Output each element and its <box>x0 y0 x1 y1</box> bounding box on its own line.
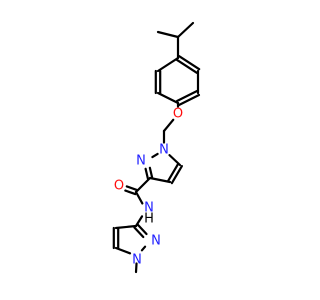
bond-phenyl-c3-to-phenyl-c4-b <box>177 93 201 107</box>
bond-pyrazole-a-c3-to-pyrazole-a-c4 <box>148 176 172 184</box>
canvas-background <box>0 0 300 300</box>
atom-label-pyrazole-b-n1: N <box>132 253 142 268</box>
bond-pyrazole-b-c3-to-pyrazole-b-n2-a <box>133 226 145 239</box>
bond-isopropyl-left-methyl-to-isopropyl-ch <box>156 30 180 39</box>
bond-isopropyl-ch-to-isopropyl-right-methyl <box>176 21 195 39</box>
bond-phenyl-c6-to-phenyl-c1 <box>156 56 180 73</box>
bond-carbonyl-carbon-to-carbonyl-oxygen-b <box>124 189 137 196</box>
bond-pyrazole-a-n2-to-pyrazole-a-c3-a <box>144 167 149 180</box>
atom-label-carbonyl-oxygen: O <box>114 179 124 194</box>
bond-phenyl-c4-to-phenyl-c5 <box>156 91 180 105</box>
atom-label-pyrazole-b-n2: N <box>151 234 161 249</box>
bond-pyrazole-a-n2-to-pyrazole-a-c3-b <box>148 166 154 179</box>
atom-label-ether-oxygen: O <box>173 107 183 122</box>
bond-phenyl-c1-to-phenyl-c2-b <box>178 55 201 71</box>
bond-ether-oxygen-to-methylene-carbon <box>162 118 175 133</box>
atom-label-amide-hydrogen: H <box>144 212 154 227</box>
bond-pyrazole-a-c4-to-pyrazole-a-c5-a <box>170 165 183 185</box>
bond-layer <box>112 21 201 274</box>
bond-pyrazole-a-n1-to-pyrazole-a-n2 <box>151 152 159 159</box>
bond-phenyl-c3-to-phenyl-c4-a <box>175 89 199 103</box>
bond-pyrazole-a-c4-to-pyrazole-a-c5-b <box>167 162 180 182</box>
bond-pyrazole-b-c4-to-pyrazole-b-c3 <box>114 224 138 230</box>
bond-carbonyl-carbon-to-amide-nitrogen <box>134 190 144 205</box>
bond-pyrazole-b-c3-to-pyrazole-b-n2-b <box>136 223 148 236</box>
bond-pyrazole-b-n1-to-n-methyl-carbon <box>134 262 138 274</box>
atom-label-pyrazole-a-n1: N <box>159 143 169 158</box>
bond-phenyl-c1-to-phenyl-c2-a <box>175 58 198 74</box>
atom-label-pyrazole-a-n2: N <box>136 154 146 169</box>
bond-pyrazole-a-c5-to-pyrazole-a-n1 <box>168 154 182 167</box>
bond-pyrazole-a-c3-to-carbonyl-carbon <box>134 176 152 194</box>
bond-carbonyl-carbon-to-carbonyl-oxygen-a <box>125 185 138 192</box>
atom-label-amide-nitrogen: N <box>144 201 154 216</box>
bond-pyrazole-b-n2-to-pyrazole-b-n1 <box>140 245 147 252</box>
